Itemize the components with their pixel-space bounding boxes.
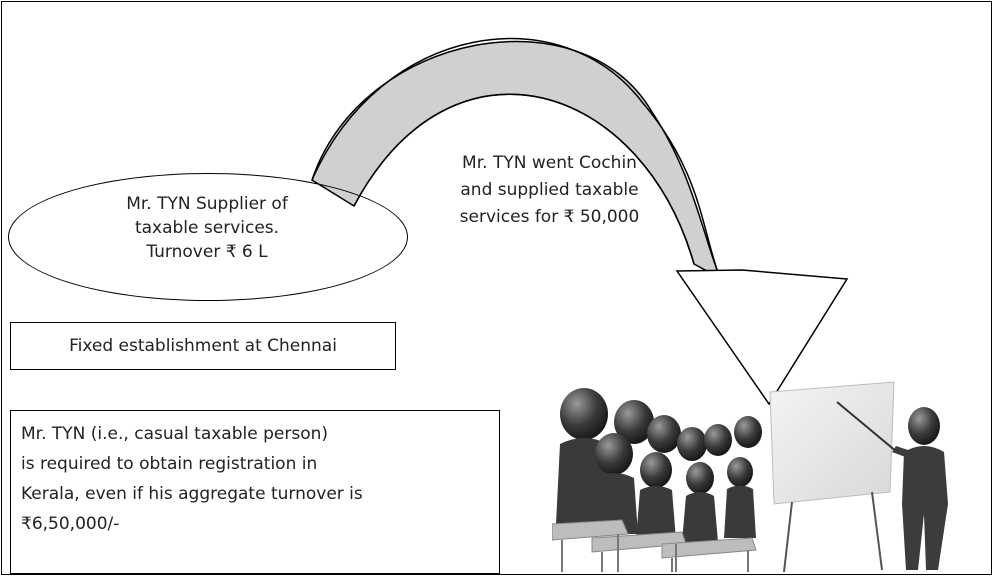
easel-leg-right (871, 491, 883, 571)
arrow-head (675, 269, 849, 406)
teacher-body (902, 446, 948, 570)
whiteboard (769, 381, 895, 505)
fixed-establishment-box: Fixed establishment at Chennai (10, 322, 396, 370)
casual-line-2: is required to obtain registration in (21, 454, 318, 474)
pointer-stick (836, 401, 898, 453)
supplier-line-2: taxable services. (134, 218, 280, 238)
cochin-note: Mr. TYN went Cochin and supplied taxable… (432, 150, 667, 231)
supplier-text: Mr. TYN Supplier of taxable services. Tu… (42, 192, 372, 264)
casual-line-4: ₹6,50,000/- (21, 514, 120, 534)
casual-line-3: Kerala, even if his aggregate turnover i… (21, 484, 363, 504)
teacher-arm (892, 446, 914, 458)
easel-leg-left (783, 501, 793, 573)
students-back-row (614, 400, 762, 461)
supplier-line-3: Turnover ₹ 6 L (146, 242, 268, 262)
cochin-line-1: Mr. TYN went Cochin (462, 153, 637, 173)
casual-person-box: Mr. TYN (i.e., casual taxable person) is… (10, 410, 500, 574)
cochin-line-2: and supplied taxable (460, 180, 639, 200)
supplier-ellipse (8, 173, 408, 301)
classroom-illustration (552, 381, 948, 573)
cochin-line-3: services for ₹ 50,000 (459, 207, 640, 227)
teacher-head (908, 407, 940, 445)
students-front-row (556, 388, 756, 542)
chair-legs (561, 534, 749, 572)
desks (552, 519, 757, 559)
curved-arrow-outer (311, 37, 721, 279)
curved-arrow-body (353, 93, 695, 265)
casual-line-1: Mr. TYN (i.e., casual taxable person) (21, 424, 329, 444)
supplier-line-1: Mr. TYN Supplier of (126, 194, 288, 214)
